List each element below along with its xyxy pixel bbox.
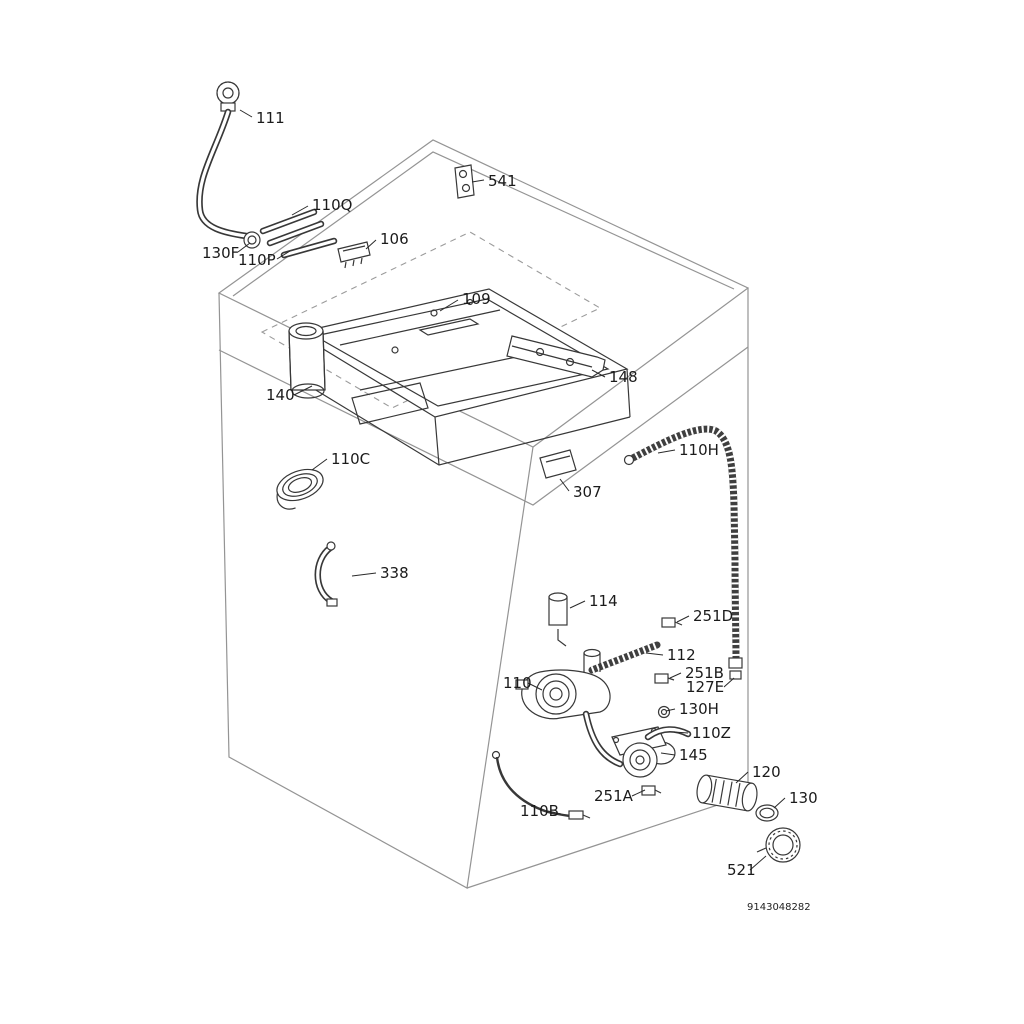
part-130-o-ring xyxy=(755,804,779,822)
part-label-307: 307 xyxy=(573,483,602,501)
part-label-127E: 127E xyxy=(686,678,724,696)
part-label-338: 338 xyxy=(380,564,409,582)
document-number: 9143048282 xyxy=(747,902,811,913)
part-label-110H: 110H xyxy=(679,441,719,459)
part-130H-ring xyxy=(657,705,671,719)
part-541-bracket xyxy=(454,164,475,199)
part-120-filter xyxy=(696,774,758,812)
part-114-valve xyxy=(548,592,568,647)
part-145-drain-pump xyxy=(611,726,676,778)
part-251A-clip xyxy=(641,785,662,796)
dispenser-assembly xyxy=(288,288,631,479)
part-110Q-tubes xyxy=(259,208,325,247)
part-label-145: 145 xyxy=(679,746,708,764)
part-521-filter-cap xyxy=(756,827,801,863)
part-label-251D: 251D xyxy=(693,607,733,625)
part-label-521: 521 xyxy=(727,861,756,879)
part-label-110Z: 110Z xyxy=(692,724,731,742)
part-label-106: 106 xyxy=(380,230,409,248)
part-label-148: 148 xyxy=(609,368,638,386)
part-127E-hose-tip xyxy=(729,670,742,680)
part-label-110: 110 xyxy=(503,674,532,692)
hose-end-nut xyxy=(728,657,743,669)
part-label-111: 111 xyxy=(256,109,285,127)
part-110H-drain-hose xyxy=(623,425,743,669)
part-label-140: 140 xyxy=(266,386,295,404)
part-label-110C: 110C xyxy=(331,450,370,468)
part-140-funnel xyxy=(288,322,326,399)
part-110Z-hose xyxy=(644,726,692,741)
part-label-541: 541 xyxy=(488,172,517,190)
part-label-114: 114 xyxy=(589,592,618,610)
part-label-110Q: 110Q xyxy=(312,196,352,214)
part-110B-pressure-hose xyxy=(491,750,591,820)
part-label-110P: 110P xyxy=(238,251,276,269)
part-251D-clip xyxy=(661,617,683,628)
part-label-130: 130 xyxy=(789,789,818,807)
dispenser-recess-dashed xyxy=(260,231,602,409)
part-label-130H: 130H xyxy=(679,700,719,718)
part-106-connector xyxy=(337,241,371,269)
part-338-handle xyxy=(314,541,338,607)
part-label-110B: 110B xyxy=(520,802,559,820)
part-112-corrugated-hose xyxy=(588,641,661,674)
part-label-130F: 130F xyxy=(202,244,239,262)
part-label-251B: 251B xyxy=(685,664,724,682)
part-labels: 111 541 110Q 106 130F 110P 109 148 140 1… xyxy=(202,109,818,879)
part-110C-bellows xyxy=(276,468,324,510)
part-label-112: 112 xyxy=(667,646,696,664)
drawer-front-detail xyxy=(351,382,429,425)
leader-lines xyxy=(237,109,786,871)
part-label-109: 109 xyxy=(462,290,491,308)
part-251B-clip xyxy=(654,673,675,684)
part-label-251A: 251A xyxy=(594,787,634,805)
part-111-inlet-hose xyxy=(196,81,250,240)
part-110P-tube xyxy=(280,237,338,259)
part-148-bracket xyxy=(506,335,606,378)
part-label-120: 120 xyxy=(752,763,781,781)
part-307-siphon xyxy=(539,449,577,479)
part-110-sump-housing xyxy=(515,648,624,768)
